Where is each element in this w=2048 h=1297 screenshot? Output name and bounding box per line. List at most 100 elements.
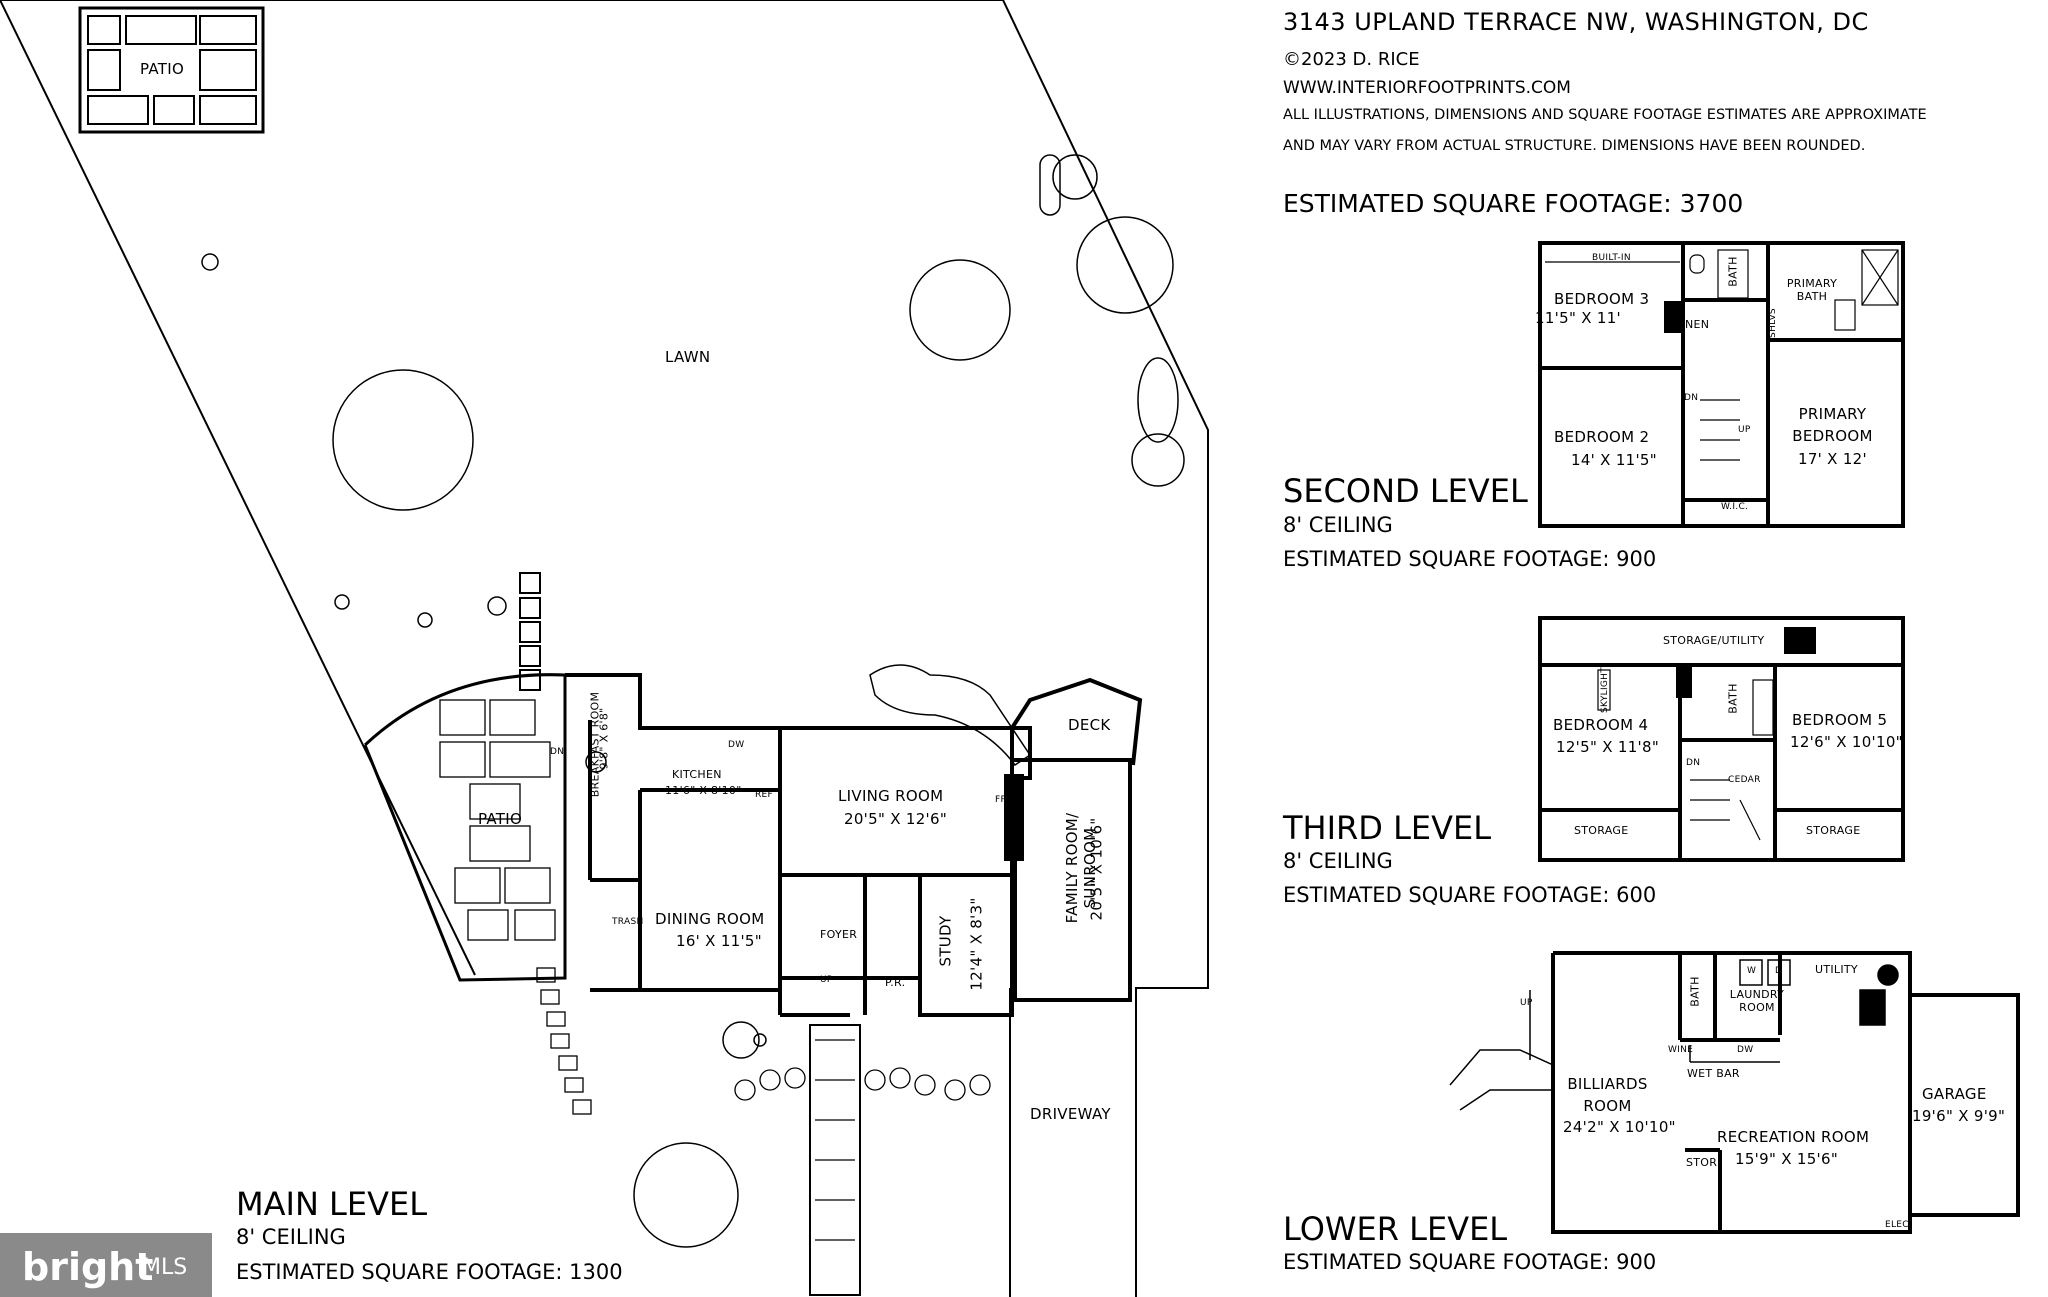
- main-level-title: MAIN LEVEL: [236, 1185, 428, 1223]
- second-level-outline: [1538, 241, 1905, 528]
- builtin-label: BUILT-IN: [1592, 253, 1631, 263]
- up-label: UP: [820, 975, 833, 985]
- second-dn-label: DN: [1684, 393, 1699, 403]
- tree: [1131, 433, 1185, 487]
- primary-bedroom-name: PRIMARY BEDROOM: [1792, 405, 1873, 445]
- lawn-label: LAWN: [665, 348, 711, 366]
- third-dn-label: DN: [1686, 758, 1701, 768]
- recreation-room-dim: 15'9" X 15'6": [1735, 1150, 1839, 1168]
- tree: [332, 369, 474, 511]
- fireplace-label: FP: [995, 795, 1007, 805]
- wic-label: W.I.C.: [1721, 502, 1749, 512]
- disclaimer-line-1: ALL ILLUSTRATIONS, DIMENSIONS AND SQUARE…: [1283, 107, 1927, 123]
- tree: [722, 1021, 760, 1059]
- kitchen-name: KITCHEN: [672, 768, 722, 781]
- dryer-label: D: [1775, 966, 1783, 976]
- website: WWW.INTERIORFOOTPRINTS.COM: [1283, 78, 1571, 98]
- dn-label: DN: [550, 747, 565, 757]
- dining-room-name: DINING ROOM: [655, 910, 765, 928]
- tree: [633, 1142, 739, 1248]
- utility-label: UTILITY: [1815, 963, 1858, 976]
- total-square-footage: ESTIMATED SQUARE FOOTAGE: 3700: [1283, 189, 1744, 218]
- second-level-title: SECOND LEVEL: [1283, 472, 1528, 510]
- trash-label: TRASH: [612, 917, 644, 927]
- cedar-label: CEDAR: [1728, 775, 1761, 785]
- foyer-label: FOYER: [820, 928, 858, 941]
- linen-label: LINEN: [1675, 318, 1710, 331]
- wine-label: WINE: [1668, 1045, 1694, 1055]
- third-level-ceiling: 8' CEILING: [1283, 849, 1393, 873]
- shrub: [1137, 357, 1179, 443]
- hedge: [869, 664, 1032, 767]
- wet-bar-label: WET BAR: [1687, 1067, 1740, 1080]
- family-room-dim: 20'5" X 10'6": [1087, 817, 1106, 921]
- elec-label: ELEC: [1885, 1220, 1909, 1230]
- primary-bedroom-dim: 17' X 12': [1798, 450, 1867, 468]
- patio: [363, 673, 567, 982]
- third-level-title: THIRD LEVEL: [1283, 809, 1492, 847]
- second-level-sqft: ESTIMATED SQUARE FOOTAGE: 900: [1283, 547, 1657, 571]
- bedroom-3-name: BEDROOM 3: [1554, 290, 1650, 308]
- bedroom-5-name: BEDROOM 5: [1792, 711, 1888, 729]
- breakfast-room-dim: 9'8" X 6'8": [597, 707, 611, 770]
- deck-label: DECK: [1068, 716, 1111, 734]
- second-up-label: UP: [1738, 425, 1751, 435]
- main-level-sqft: ESTIMATED SQUARE FOOTAGE: 1300: [236, 1260, 623, 1284]
- dw-label: DW: [728, 740, 745, 750]
- tree: [909, 259, 1011, 361]
- study-name: STUDY: [936, 915, 955, 967]
- lower-level-sqft: ESTIMATED SQUARE FOOTAGE: 900: [1283, 1250, 1657, 1274]
- powder-room-label: P.R.: [885, 976, 906, 989]
- billiards-room-name: BILLIARDS ROOM: [1567, 1075, 1648, 1115]
- driveway-label: DRIVEWAY: [1030, 1105, 1111, 1123]
- living-room-dim: 20'5" X 12'6": [844, 810, 948, 828]
- logo-suffix: MLS: [142, 1255, 188, 1280]
- third-level-sqft: ESTIMATED SQUARE FOOTAGE: 600: [1283, 883, 1657, 907]
- recreation-room-name: RECREATION ROOM: [1717, 1128, 1870, 1146]
- billiards-room-dim: 24'2" X 10'10": [1563, 1118, 1676, 1136]
- storage-right-label: STORAGE: [1806, 824, 1861, 837]
- storage-utility-label: STORAGE/UTILITY: [1663, 634, 1765, 647]
- bedroom-2-name: BEDROOM 2: [1554, 428, 1650, 446]
- kitchen-dim: 11'6" X 8'10": [665, 784, 742, 797]
- copyright: ©2023 D. RICE: [1283, 49, 1420, 70]
- address-title: 3143 UPLAND TERRACE NW, WASHINGTON, DC: [1283, 8, 1869, 36]
- main-level-ceiling: 8' CEILING: [236, 1225, 346, 1249]
- bedroom-4-dim: 12'5" X 11'8": [1556, 738, 1660, 756]
- shrub: [1039, 154, 1061, 216]
- lower-dw-label: DW: [1737, 1045, 1754, 1055]
- tree: [1076, 216, 1174, 314]
- third-bath-label: BATH: [1726, 683, 1740, 714]
- third-level-outline: [1538, 616, 1905, 862]
- logo-brand: bright: [22, 1245, 154, 1289]
- dining-room-dim: 16' X 11'5": [676, 932, 762, 950]
- lot-boundary: [0, 0, 1209, 1297]
- lower-bath-label: BATH: [1688, 976, 1702, 1007]
- patio-top-label: PATIO: [140, 60, 185, 78]
- ref-label: REF: [755, 790, 774, 800]
- bright-mls-logo: bright MLS: [0, 1233, 212, 1297]
- disclaimer-line-2: AND MAY VARY FROM ACTUAL STRUCTURE. DIME…: [1283, 138, 1866, 154]
- main-house-walls: [565, 673, 782, 992]
- garage-dim: 19'6" X 9'9": [1912, 1107, 2006, 1125]
- study-dim: 12'4" X 8'3": [967, 897, 986, 991]
- primary-bath-label: PRIMARY BATH: [1786, 277, 1838, 303]
- patio-top: [78, 6, 265, 134]
- lower-level-outline: [1551, 951, 1912, 1234]
- lot-boundary-left: [0, 0, 476, 976]
- tree: [1052, 154, 1098, 200]
- bedroom-5-dim: 12'6" X 10'10": [1790, 733, 1903, 751]
- skylight-label: SKYLIGHT: [1600, 666, 1611, 714]
- shelves-label: SHLVS: [1767, 308, 1778, 338]
- laundry-room-label: LAUNDRY ROOM: [1729, 988, 1785, 1014]
- second-bath-label: BATH: [1726, 256, 1740, 287]
- washer-label: W: [1747, 966, 1757, 976]
- bedroom-2-dim: 14' X 11'5": [1571, 451, 1657, 469]
- lower-level-title: LOWER LEVEL: [1283, 1210, 1508, 1248]
- fireplace: [1004, 774, 1024, 861]
- living-room-name: LIVING ROOM: [838, 787, 944, 805]
- storage-label: STOR: [1686, 1156, 1718, 1169]
- second-level-ceiling: 8' CEILING: [1283, 513, 1393, 537]
- bedroom-4-name: BEDROOM 4: [1553, 716, 1649, 734]
